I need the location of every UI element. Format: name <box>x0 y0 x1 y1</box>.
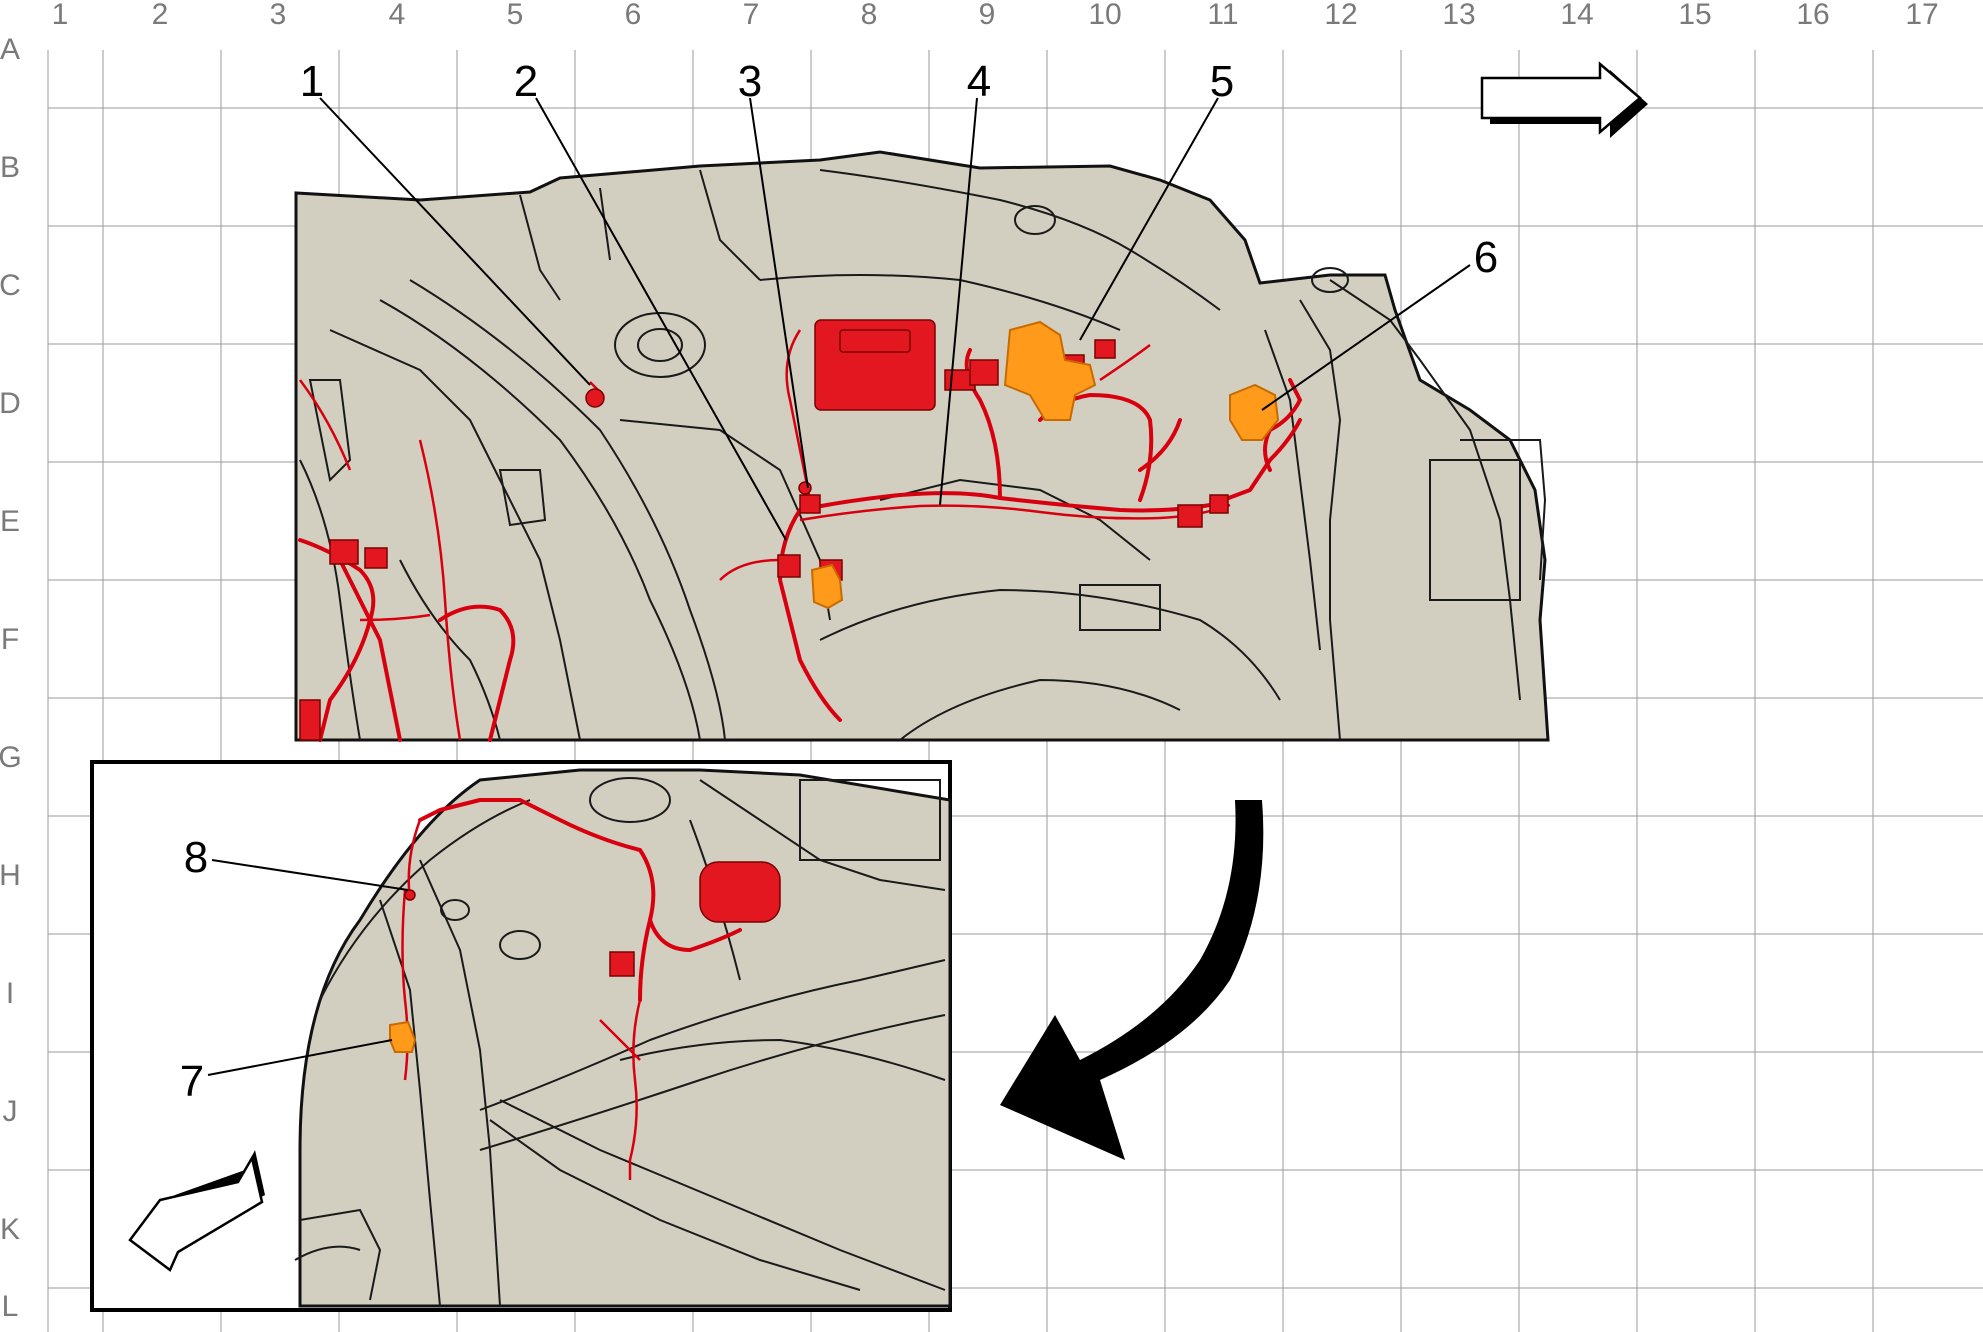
callouts: 1 2 3 4 5 6 7 8 <box>180 57 1498 1106</box>
grid-row-label: K <box>0 1213 20 1246</box>
highlight-part-6 <box>1229 383 1280 441</box>
main-body-silhouette <box>294 150 1550 742</box>
callout-8: 8 <box>184 833 208 882</box>
grid-row-label: H <box>0 859 21 892</box>
grid-col-label: 15 <box>1678 0 1711 31</box>
grid-col-label: 13 <box>1442 0 1475 31</box>
leader-6 <box>1261 264 1471 411</box>
main-engine-compartment-view <box>294 150 1550 742</box>
grid-row-label: I <box>6 977 14 1010</box>
grid-col-label: 7 <box>743 0 760 31</box>
grid-row-labels: A B C D E F G H I J K L <box>0 33 22 1323</box>
grid-row-label: F <box>1 623 19 656</box>
grid-col-label: 1 <box>52 0 69 31</box>
callout-6: 6 <box>1474 233 1498 282</box>
leader-2 <box>535 97 787 541</box>
grid-row-label: G <box>0 741 22 774</box>
grid-row-label: D <box>0 387 21 420</box>
grid-col-label: 17 <box>1905 0 1938 31</box>
main-harness-trunk <box>798 418 1302 513</box>
down-left-arrow-icon <box>128 1150 265 1272</box>
grid-row-label: J <box>3 1095 18 1128</box>
grid-col-label: 14 <box>1560 0 1593 31</box>
grid-col-label: 11 <box>1207 0 1238 31</box>
leader-8 <box>211 859 409 891</box>
grid-col-label: 3 <box>270 0 287 31</box>
grid-col-label: 16 <box>1796 0 1829 31</box>
callout-4: 4 <box>967 57 991 106</box>
callout-leaders <box>207 97 1471 1076</box>
grid-row-label: B <box>0 151 20 184</box>
grid-row-label: A <box>0 33 20 66</box>
grid-col-label: 2 <box>152 0 169 31</box>
highlight-part-main-lower <box>810 563 844 610</box>
curved-arrow-icon <box>1000 800 1264 1160</box>
leader-4 <box>939 97 978 506</box>
grid-row-label: C <box>0 269 21 302</box>
grid-col-label: 8 <box>861 0 878 31</box>
callout-5: 5 <box>1210 57 1234 106</box>
grid-col-label: 5 <box>507 0 524 31</box>
leader-7 <box>207 1039 393 1076</box>
leader-3 <box>749 97 809 489</box>
leader-5 <box>1079 97 1219 341</box>
right-arrow-icon <box>1480 61 1648 138</box>
callout-7: 7 <box>180 1057 204 1106</box>
leader-1 <box>319 97 591 386</box>
callout-1: 1 <box>300 57 324 106</box>
grid-col-label: 9 <box>979 0 996 31</box>
callout-2: 2 <box>514 57 538 106</box>
grid-col-label: 4 <box>389 0 406 31</box>
grid-col-label: 10 <box>1088 0 1121 31</box>
highlight-part-5 <box>1003 320 1097 421</box>
grid-col-label: 12 <box>1324 0 1357 31</box>
grid-col-label: 6 <box>625 0 642 31</box>
inset-harness <box>418 798 656 1002</box>
grid-row-label: L <box>2 1290 19 1323</box>
grid-row-label: E <box>0 505 20 538</box>
grid-column-labels: 1 2 3 4 5 6 7 8 9 10 11 12 13 14 15 16 1… <box>52 0 1939 31</box>
callout-3: 3 <box>738 57 762 106</box>
inset-body-silhouette <box>298 768 952 1308</box>
